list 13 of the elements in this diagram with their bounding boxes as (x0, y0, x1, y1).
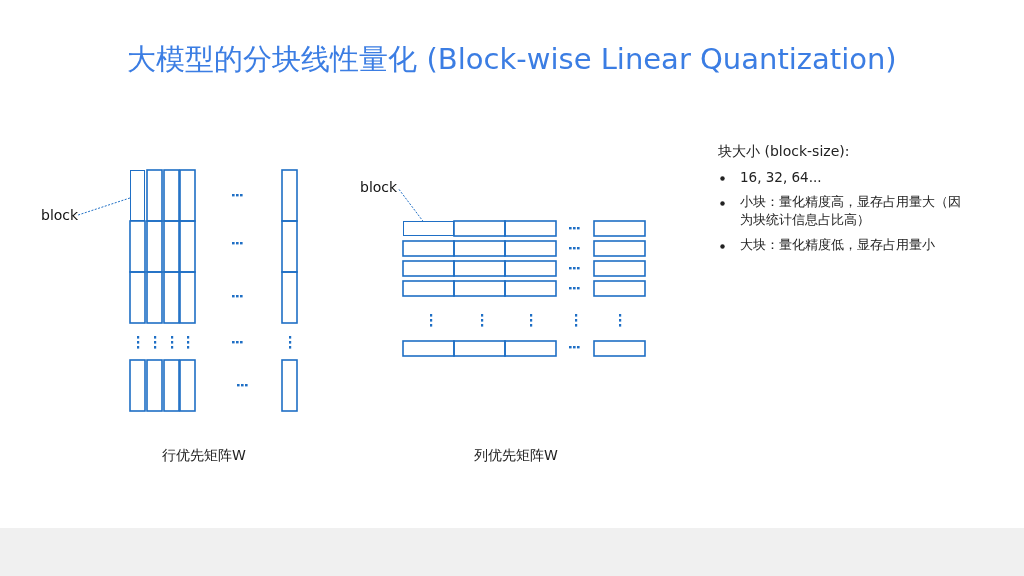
matrix-caption: 列优先矩阵W (474, 446, 558, 465)
panel-heading: 块大小 (block-size): (718, 142, 850, 161)
block-cell (130, 170, 145, 221)
leader-line (398, 188, 424, 222)
leader-line (77, 197, 131, 216)
callout-label: block (360, 179, 398, 195)
callout-label: block (41, 207, 79, 223)
matrix-caption: 行优先矩阵W (162, 446, 246, 465)
bullet-text: 16, 32, 64... (740, 168, 822, 187)
bullet-text: 小块：量化精度高，显存占用量大（因为块统计信息占比高） (740, 193, 962, 229)
block-cell (403, 221, 454, 236)
bullet-text: 大块：量化精度低，显存占用量小 (740, 236, 935, 254)
slide-title: 大模型的分块线性量化 (Block-wise Linear Quantization) (126, 41, 898, 78)
